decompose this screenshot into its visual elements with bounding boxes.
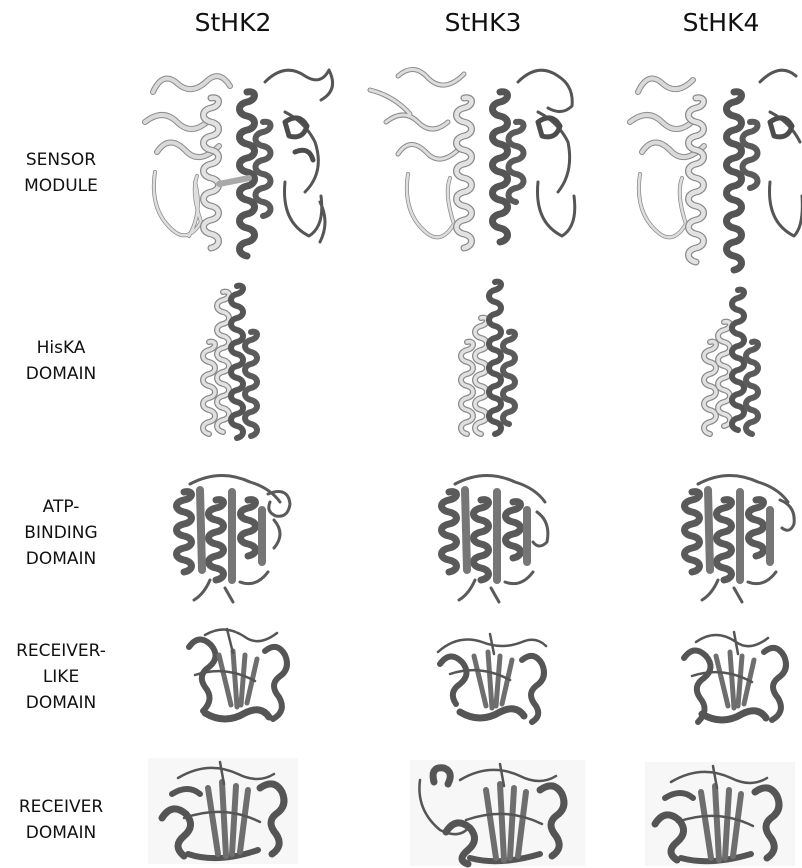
sensor-module-sthk2-structure (135, 62, 340, 267)
sensor-module-sthk3-structure (368, 62, 583, 267)
protein-ribbon-image (368, 62, 583, 267)
row-label-line: DOMAIN (0, 820, 122, 846)
row-label-line: ATP- (0, 494, 122, 520)
row-label-line: RECEIVER (0, 794, 122, 820)
protein-ribbon-image (148, 758, 298, 864)
row-label-line: MODULE (0, 173, 122, 199)
row-label-line: DOMAIN (0, 361, 122, 387)
protein-ribbon-image (676, 628, 796, 730)
protein-ribbon-image (195, 282, 265, 442)
atp-binding-domain-sthk4-structure (680, 470, 800, 605)
protein-ribbon-image (170, 470, 295, 605)
receiver-domain-sthk3-structure (410, 760, 585, 866)
row-label-line: DOMAIN (0, 690, 122, 716)
row-label-receiver-domain: RECEIVER DOMAIN (0, 794, 122, 846)
row-label-line: HisKA (0, 335, 122, 361)
hiska-domain-sthk4-structure (700, 282, 770, 442)
protein-ribbon-image (437, 472, 557, 605)
protein-ribbon-image (700, 282, 770, 442)
row-label-line: DOMAIN (0, 546, 122, 572)
protein-ribbon-image (630, 62, 802, 277)
row-label-hiska-domain: HisKA DOMAIN (0, 335, 122, 387)
receiver-domain-sthk2-structure (148, 758, 298, 864)
column-title-sthk2: StHK2 (148, 8, 318, 37)
hiska-domain-sthk3-structure (455, 278, 525, 440)
protein-ribbon-image (455, 278, 525, 440)
atp-binding-domain-sthk3-structure (437, 472, 557, 605)
atp-binding-domain-sthk2-structure (170, 470, 295, 605)
receiver-like-domain-sthk4-structure (676, 628, 796, 730)
protein-ribbon-image (410, 760, 585, 866)
column-title-sthk3: StHK3 (398, 8, 568, 37)
row-label-receiver-like-domain: RECEIVER- LIKE DOMAIN (0, 638, 122, 716)
row-label-sensor-module: SENSOR MODULE (0, 147, 122, 199)
row-label-line: RECEIVER- (0, 638, 122, 664)
receiver-domain-sthk4-structure (645, 762, 795, 866)
protein-ribbon-image (135, 62, 340, 267)
protein-ribbon-image (430, 630, 555, 725)
receiver-like-domain-sthk2-structure (175, 625, 295, 730)
protein-ribbon-image (175, 625, 295, 730)
row-label-line: SENSOR (0, 147, 122, 173)
row-label-line: BINDING (0, 520, 122, 546)
row-label-atp-binding-domain: ATP- BINDING DOMAIN (0, 494, 122, 572)
protein-ribbon-image (680, 470, 800, 605)
receiver-like-domain-sthk3-structure (430, 630, 555, 725)
protein-ribbon-image (645, 762, 795, 866)
sensor-module-sthk4-structure (630, 62, 802, 277)
hiska-domain-sthk2-structure (195, 282, 265, 442)
column-title-sthk4: StHK4 (636, 8, 802, 37)
row-label-line: LIKE (0, 664, 122, 690)
